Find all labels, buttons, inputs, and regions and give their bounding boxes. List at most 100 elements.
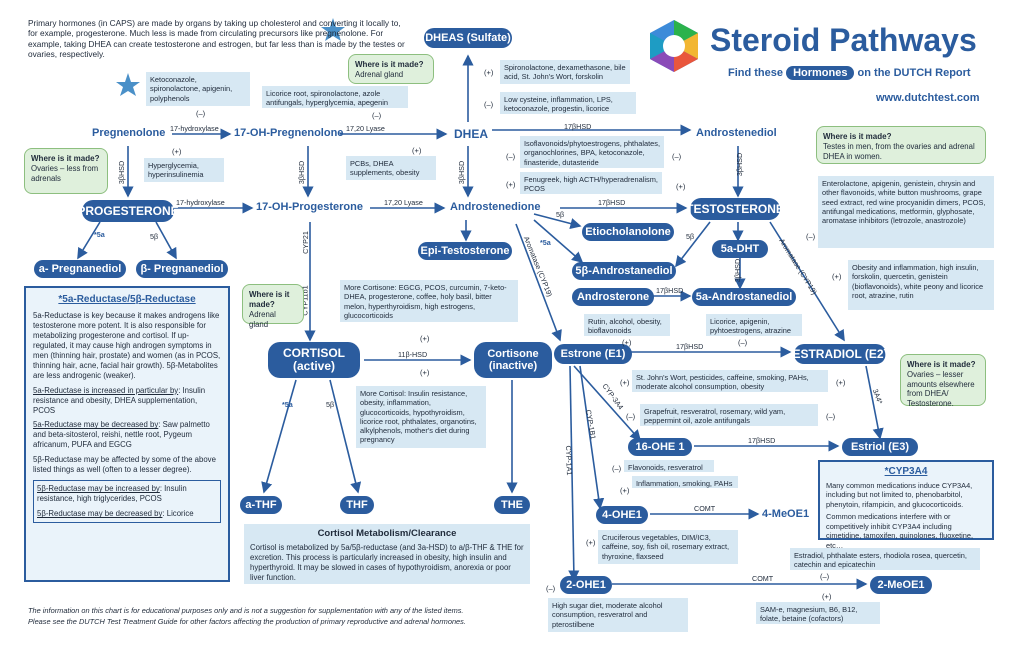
modifier-flavonoids: Flavonoids, resveratrol xyxy=(624,460,714,472)
hormone-2-meoe1: 2-MeOE1 xyxy=(870,576,932,594)
enzyme-5a-c: *5a xyxy=(282,400,293,409)
site-url[interactable]: www.dutchtest.com xyxy=(876,92,980,104)
panel-5a-p2-label: 5a-Reductase is increased in particular … xyxy=(33,385,179,395)
enzyme-17-20-lyase-a: 17,20 Lyase xyxy=(346,124,385,133)
enzyme-cyp21: CYP21 xyxy=(300,231,310,254)
panel-5a-p2: 5a-Reductase is increased in particular … xyxy=(33,386,221,416)
where-estradiol: Where is it made? Ovaries – lesser amoun… xyxy=(900,354,986,409)
enzyme-comt-a: COMT xyxy=(694,504,716,513)
where-estradiol-title: Where is it made? xyxy=(907,360,976,369)
enzyme-17bhsd-e: 17βHSD xyxy=(748,436,776,445)
hormone-thf: THF xyxy=(340,496,374,514)
page-title: Steroid Pathways xyxy=(710,22,977,58)
modifier-sugar: High sugar diet, moderate alcohol consum… xyxy=(548,598,688,632)
sign-plus-same: (+) xyxy=(822,592,832,601)
subtitle-pre: Find these xyxy=(728,67,784,79)
panel-5a-p6-text: : Licorice xyxy=(162,509,194,519)
modifier-pcbs: PCBs, DHEA supplements, obesity xyxy=(346,156,436,180)
hormone-estrone: Estrone (E1) xyxy=(554,344,632,364)
where-progesterone-body: Ovaries – less from adrenals xyxy=(31,164,99,183)
sign-minus-grape-a: (–) xyxy=(626,412,636,421)
enzyme-17bhsd-a: 17βHSD xyxy=(564,122,592,131)
modifier-licorice-root: Licorice root, spironolactone, azole ant… xyxy=(262,86,408,108)
where-cortisol-title: Where is it made? xyxy=(249,290,290,309)
modifier-more-cortisone: More Cortisone: EGCG, PCOS, curcumin, 7-… xyxy=(340,280,518,322)
panel-5a-title: *5a-Reductase/5β-Reductase xyxy=(58,294,196,305)
modifier-estradiol-comt: Estradiol, phthalate esters, rhodiola ro… xyxy=(790,548,980,570)
modifier-cruciferous: Cruciferous vegetables, DIM/IC3, caffein… xyxy=(598,530,738,564)
enzyme-5b-c: 5β xyxy=(686,232,695,241)
where-testosterone: Where is it made? Testes in men, from th… xyxy=(816,126,986,164)
hormone-4-ohe1: 4-OHE1 xyxy=(596,506,648,524)
hormone-5a-dht: 5a-DHT xyxy=(712,240,768,258)
sign-minus-entero: (–) xyxy=(806,232,816,241)
panel-5a-p6-label: 5β-Reductase may be decreased by xyxy=(37,509,163,519)
enzyme-17bhsd-b: 17βHSD xyxy=(598,198,626,207)
enzyme-17-hydroxylase-b: 17-hydroxylase xyxy=(176,198,225,207)
panel-cyp3a4-p1: Many common medications induce CYP3A4, i… xyxy=(826,480,973,509)
sign-minus-estcomt: (–) xyxy=(820,572,830,581)
hormone-5a-androstanediol: 5a-Androstanediol xyxy=(692,288,796,306)
panel-5a-p3: 5a-Reductase may be decreased by: Saw pa… xyxy=(33,420,221,450)
enzyme-3bhsd-b: 3βHSD xyxy=(297,160,307,185)
sign-minus-iso-a: (–) xyxy=(506,152,516,161)
hormone-androsterone: Androsterone xyxy=(572,288,654,306)
hormone-cortisol: CORTISOL (active) xyxy=(268,342,360,378)
hormone-etiocholanolone: Etiocholanolone xyxy=(582,223,674,241)
panel-cortisol-metabolism: Cortisol Metabolism/Clearance Cortisol i… xyxy=(244,524,530,584)
hormone-a-pregnanediol: a- Pregnanediol xyxy=(34,260,126,278)
modifier-inflammation: Inflammation, smoking, PAHs xyxy=(632,476,738,488)
enzyme-cyp1a1: CYP-1A1 xyxy=(563,445,575,476)
subtitle-post: on the DUTCH Report xyxy=(857,67,971,79)
sign-plus-feno-b: (+) xyxy=(676,182,686,191)
enzyme-5a-a: *5a xyxy=(94,230,105,239)
hormone-pregnenolone: Pregnenolone xyxy=(92,127,166,139)
where-progesterone: Where is it made? Ovaries – less from ad… xyxy=(24,148,108,194)
hormone-16-ohe1: 16-OHE 1 xyxy=(628,438,692,456)
hormone-estriol: Estriol (E3) xyxy=(842,438,918,456)
enzyme-17bhsd-d: 17βHSD xyxy=(676,342,704,351)
where-testosterone-title: Where is it made? xyxy=(823,132,892,141)
enzyme-5a-b: *5a xyxy=(540,238,551,247)
panel-cortisol-title: Cortisol Metabolism/Clearance xyxy=(317,528,457,539)
modifier-grapefruit: Grapefruit, resveratrol, rosemary, wild … xyxy=(640,404,818,426)
modifier-more-cortisol: More Cortisol: Insulin resistance, obesi… xyxy=(356,386,486,448)
where-dhea: Where is it made? Adrenal gland xyxy=(348,54,434,84)
modifier-same: SAM-e, magnesium, B6, B12, folate, betai… xyxy=(756,602,880,624)
panel-5a-p5-text: : Insulin resistance, high triglycerides… xyxy=(37,484,187,504)
sign-plus-cortisol: (+) xyxy=(420,368,430,377)
footer-disclaimer-1: The information on this chart is for edu… xyxy=(28,606,464,615)
modifier-ketoconazole: Ketoconazole, spironolactone, apigenin, … xyxy=(146,72,250,106)
where-dhea-body: Adrenal gland xyxy=(355,70,404,79)
enzyme-17bhsd-c: 17βHSD xyxy=(656,286,684,295)
enzyme-3bhsd-a: 3βHSD xyxy=(117,160,127,185)
logo-icon xyxy=(646,18,702,74)
sign-minus-keto: (–) xyxy=(196,109,206,118)
panel-5a-reductase: *5a-Reductase/5β-Reductase 5a-Reductase … xyxy=(24,286,230,582)
where-estradiol-body: Ovaries – lesser amounts elsewhere from … xyxy=(907,370,975,409)
hormone-androstenediol: Androstenediol xyxy=(696,127,777,139)
sign-plus-sjw-a: (+) xyxy=(620,378,630,387)
panel-5a-p6: 5β-Reductase may be decreased by: Licori… xyxy=(37,509,217,519)
sign-plus-dheas: (+) xyxy=(484,68,494,77)
hormone-testosterone: TESTOSTERONE xyxy=(686,198,784,220)
sign-minus-lic-e: (–) xyxy=(738,338,748,347)
modifier-hyperglycemia: Hyperglycemia, hyperinsulinemia xyxy=(144,158,224,182)
sign-plus-hyper: (+) xyxy=(172,147,182,156)
modifier-rutin: Rutin, alcohol, obesity, bioflavonoids xyxy=(584,314,670,336)
hormone-17oh-progesterone: 17-OH-Progesterone xyxy=(256,201,363,213)
panel-5a-p3-label: 5a-Reductase may be decreased by xyxy=(33,420,159,430)
panel-5a-p3-text: : Saw palmetto and beta-sitosterol, reis… xyxy=(33,420,210,450)
enzyme-17-20-lyase-b: 17,20 Lyase xyxy=(384,198,423,207)
modifier-spironolactone-dheas: Spironolactone, dexamethasone, bile acid… xyxy=(500,60,630,84)
where-testosterone-body: Testes in men, from the ovaries and adre… xyxy=(823,142,975,161)
hormone-5b-androstanediol: 5β-Androstanediol xyxy=(572,262,676,280)
modifier-low-cysteine: Low cysteine, inflammation, LPS, ketocon… xyxy=(500,92,636,114)
sign-minus-licorice: (–) xyxy=(372,111,382,120)
enzyme-3a4-estriol: 3A4* xyxy=(870,387,885,406)
enzyme-3bhsd-dht: 3βHSD xyxy=(733,258,743,283)
enzyme-3bhsd-d: 3βHSD xyxy=(735,152,745,177)
preg-star-icon xyxy=(116,73,140,96)
modifier-enterolactone: Enterolactone, apigenin, genistein, chry… xyxy=(818,176,994,248)
intro-text: Primary hormones (in CAPS) are made by o… xyxy=(28,18,405,60)
